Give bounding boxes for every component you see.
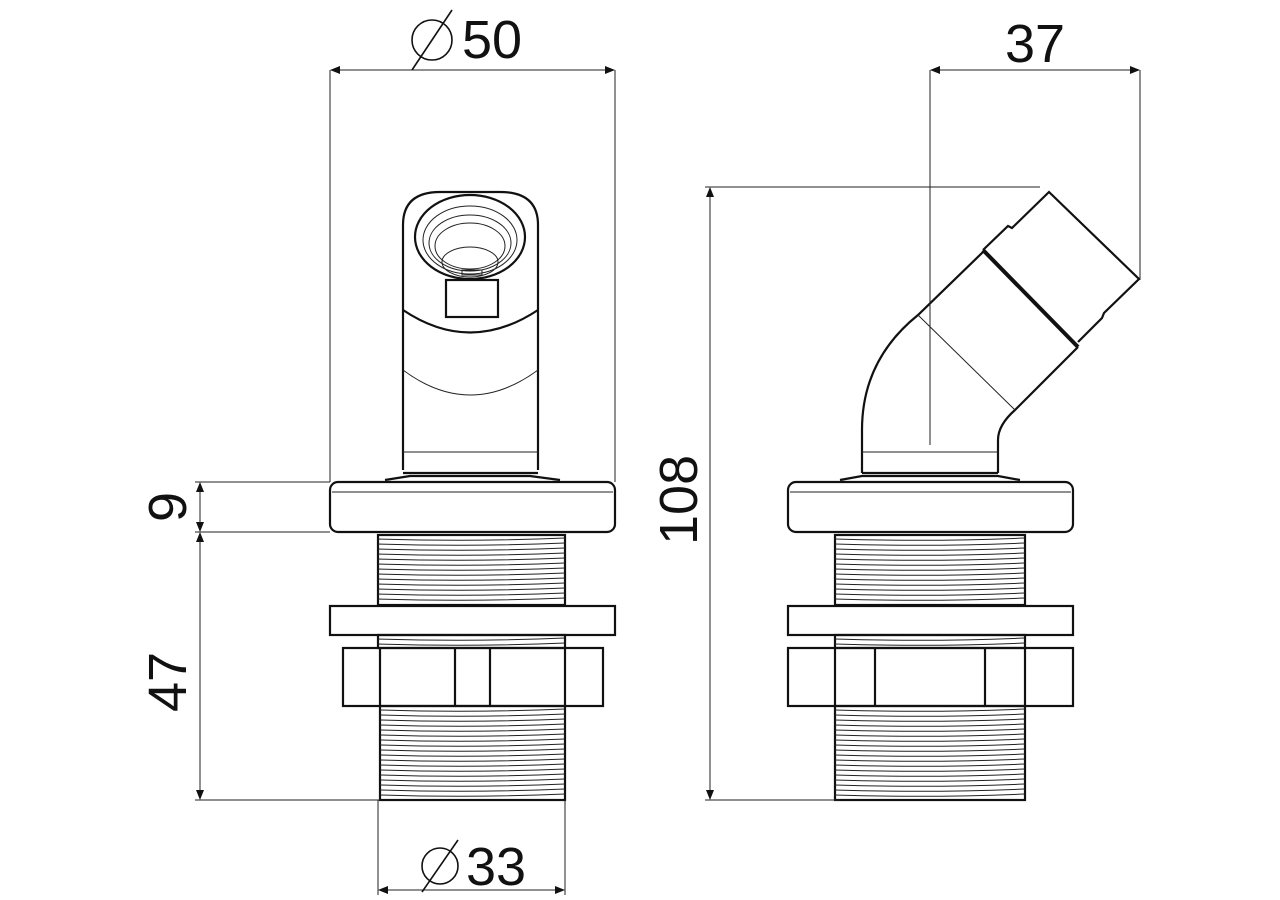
thread-line <box>379 753 566 757</box>
thread-line <box>834 637 1026 641</box>
washer <box>786 604 1075 637</box>
thread-line <box>379 778 566 782</box>
thread-line <box>377 572 566 576</box>
thread-line <box>379 738 566 742</box>
thread-line <box>834 748 1026 752</box>
thread-line <box>377 557 566 561</box>
thread-line <box>377 547 566 551</box>
thread-line <box>834 758 1026 762</box>
thread-line <box>834 753 1026 757</box>
thread-length-label: 47 <box>138 652 198 712</box>
thread-line <box>377 562 566 566</box>
thread-line <box>834 557 1026 561</box>
thread-line <box>377 597 566 601</box>
lower-thread <box>378 704 567 802</box>
thread-line <box>379 788 566 792</box>
dimension-flange-thickness: 9 <box>138 481 330 533</box>
thread-line <box>379 723 566 727</box>
thread-line <box>834 642 1026 646</box>
thread-line <box>834 733 1026 737</box>
lower-thread <box>833 704 1027 802</box>
thread-line <box>379 713 566 717</box>
thread-line <box>834 723 1026 727</box>
upper-thread <box>833 533 1027 607</box>
thread-line <box>834 708 1026 712</box>
thread-line <box>377 577 566 581</box>
thread-line <box>834 793 1026 797</box>
thread-line <box>379 763 566 767</box>
thread-line <box>377 592 566 596</box>
thread-line <box>834 587 1026 591</box>
flange-thickness-label: 9 <box>138 492 198 522</box>
flange-diameter-label: 50 <box>462 10 522 70</box>
thread-line <box>379 733 566 737</box>
middle-thread <box>833 633 1027 650</box>
dimension-thread-length: 47 <box>138 532 380 801</box>
thread-line <box>834 718 1026 722</box>
thread-line <box>377 582 566 586</box>
dimension-total-height: 108 <box>649 186 1040 801</box>
thread-line <box>377 537 566 541</box>
thread-line <box>377 552 566 556</box>
dimension-flange-diameter: 50 <box>329 9 616 482</box>
thread-line <box>834 597 1026 601</box>
thread-line <box>377 542 566 546</box>
thread-line <box>377 587 566 591</box>
thread-line <box>834 577 1026 581</box>
flange <box>786 480 1075 534</box>
washer <box>328 604 617 637</box>
dimension-outlet-offset: 37 <box>929 14 1141 445</box>
thread-line <box>834 572 1026 576</box>
thread-line <box>379 758 566 762</box>
thread-line <box>379 708 566 712</box>
thread-line <box>834 562 1026 566</box>
thread-line <box>377 642 566 646</box>
front-view-fitting <box>328 190 617 802</box>
lock-nut <box>786 646 1075 708</box>
thread-line <box>834 773 1026 777</box>
total-height-label: 108 <box>649 455 709 545</box>
thread-diameter-label: 33 <box>466 837 526 897</box>
thread-line <box>834 783 1026 787</box>
thread-line <box>834 542 1026 546</box>
thread-line <box>377 567 566 571</box>
lock-nut <box>341 646 605 708</box>
elbow-body <box>839 190 1141 482</box>
flange <box>328 480 617 534</box>
diameter-symbol-icon <box>421 839 459 893</box>
thread-line <box>379 783 566 787</box>
thread-line <box>834 552 1026 556</box>
thread-line <box>379 728 566 732</box>
thread-line <box>834 728 1026 732</box>
thread-line <box>834 763 1026 767</box>
diameter-symbol-icon <box>411 9 453 71</box>
thread-line <box>834 788 1026 792</box>
thread-line <box>379 768 566 772</box>
thread-line <box>834 743 1026 747</box>
thread-line <box>834 537 1026 541</box>
thread-line <box>379 718 566 722</box>
thread-line <box>379 748 566 752</box>
side-view-fitting <box>786 190 1141 802</box>
thread-line <box>834 778 1026 782</box>
thread-line <box>834 768 1026 772</box>
thread-line <box>834 547 1026 551</box>
thread-line <box>834 738 1026 742</box>
thread-line <box>834 713 1026 717</box>
thread-line <box>834 567 1026 571</box>
thread-line <box>834 592 1026 596</box>
thread-line <box>379 793 566 797</box>
socket-body <box>384 190 561 482</box>
thread-line <box>834 582 1026 586</box>
middle-thread <box>376 633 567 650</box>
thread-line <box>379 743 566 747</box>
thread-line <box>377 637 566 641</box>
outlet-offset-label: 37 <box>1005 14 1065 74</box>
dimension-thread-diameter: 33 <box>377 800 566 897</box>
thread-line <box>379 773 566 777</box>
upper-thread <box>376 533 567 607</box>
